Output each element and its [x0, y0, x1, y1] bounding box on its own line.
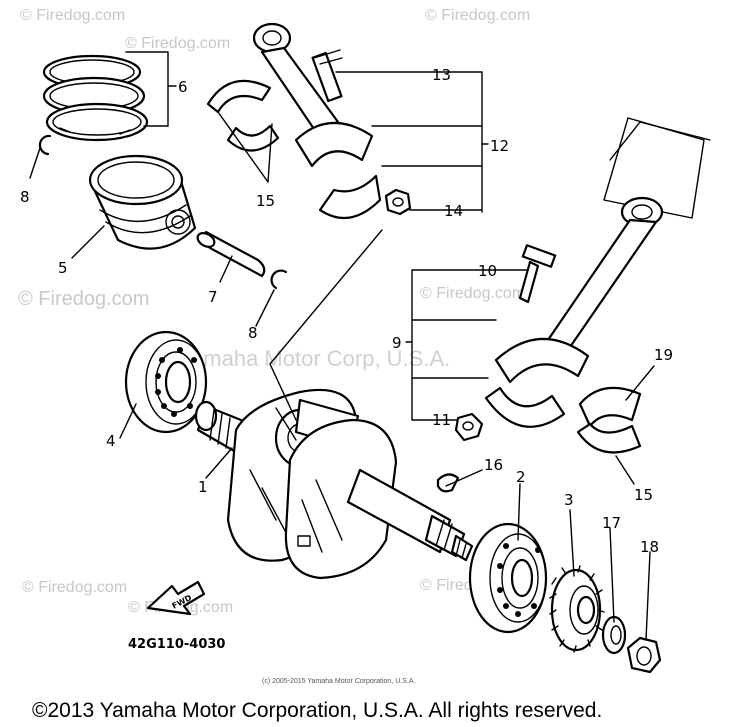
bolt-10	[518, 244, 557, 304]
callout-16: 16	[484, 456, 503, 474]
key-16	[436, 473, 460, 493]
callout-5: 5	[58, 259, 68, 277]
callout-11: 11	[432, 411, 451, 429]
leader-lines	[29, 51, 655, 641]
connecting-rod-upper	[252, 22, 382, 220]
callout-17: 17	[602, 514, 621, 532]
bearing-4	[124, 330, 208, 434]
nut-14	[384, 188, 412, 216]
watermark-corp: Yamaha Motor Corp, U.S.A.	[178, 346, 450, 371]
watermark-top-center: © Firedog.com	[125, 35, 230, 52]
nut-18	[626, 636, 662, 674]
callout-1: 1	[198, 478, 208, 496]
connecting-rod-lower	[484, 117, 711, 428]
callout-8-left: 8	[20, 188, 30, 206]
piston-pin	[196, 230, 266, 278]
callout-3: 3	[564, 491, 574, 509]
callout-18: 18	[640, 538, 659, 556]
small-copyright: (c) 2005-2015 Yamaha Motor Corporation, …	[262, 678, 415, 685]
watermark-bottom-left: © Firedog.com	[22, 579, 127, 596]
callout-numbers: 6 8 5 7 8 15 13 12 14 10 9 11 19 15 4 1 …	[20, 66, 673, 556]
circlip-right	[270, 269, 288, 290]
crankshaft	[194, 388, 474, 580]
callout-9: 9	[392, 334, 402, 352]
forward-arrow-icon: FWD	[146, 580, 206, 616]
callout-8-right: 8	[248, 324, 258, 342]
nut-11	[454, 412, 484, 442]
callout-15-top: 15	[256, 192, 275, 210]
callout-7: 7	[208, 288, 218, 306]
callout-4: 4	[106, 432, 116, 450]
washer-17	[601, 615, 627, 655]
bearing-2	[468, 522, 548, 634]
bearing-halves-top	[206, 79, 280, 152]
callout-2: 2	[516, 468, 526, 486]
circlip-left	[38, 134, 52, 156]
watermark-top-left: © Firedog.com	[20, 7, 125, 24]
piston-rings	[42, 54, 149, 142]
callout-12: 12	[490, 137, 509, 155]
callout-15-right: 15	[634, 486, 653, 504]
piston	[88, 154, 197, 250]
watermark-mid-left: © Firedog.com	[18, 288, 149, 310]
watermark-top-right: © Firedog.com	[425, 7, 530, 24]
part-code: 42G110-4030	[128, 637, 225, 652]
callout-6: 6	[178, 78, 188, 96]
watermark-mid-right: © Firedog.com	[420, 285, 525, 302]
callout-13: 13	[432, 66, 451, 84]
gear-3	[549, 565, 605, 653]
callout-19: 19	[654, 346, 673, 364]
callout-10: 10	[478, 262, 497, 280]
bearing-halves-right	[576, 386, 642, 454]
callout-14: 14	[444, 202, 463, 220]
copyright-notice: ©2013 Yamaha Motor Corporation, U.S.A. A…	[32, 699, 602, 722]
